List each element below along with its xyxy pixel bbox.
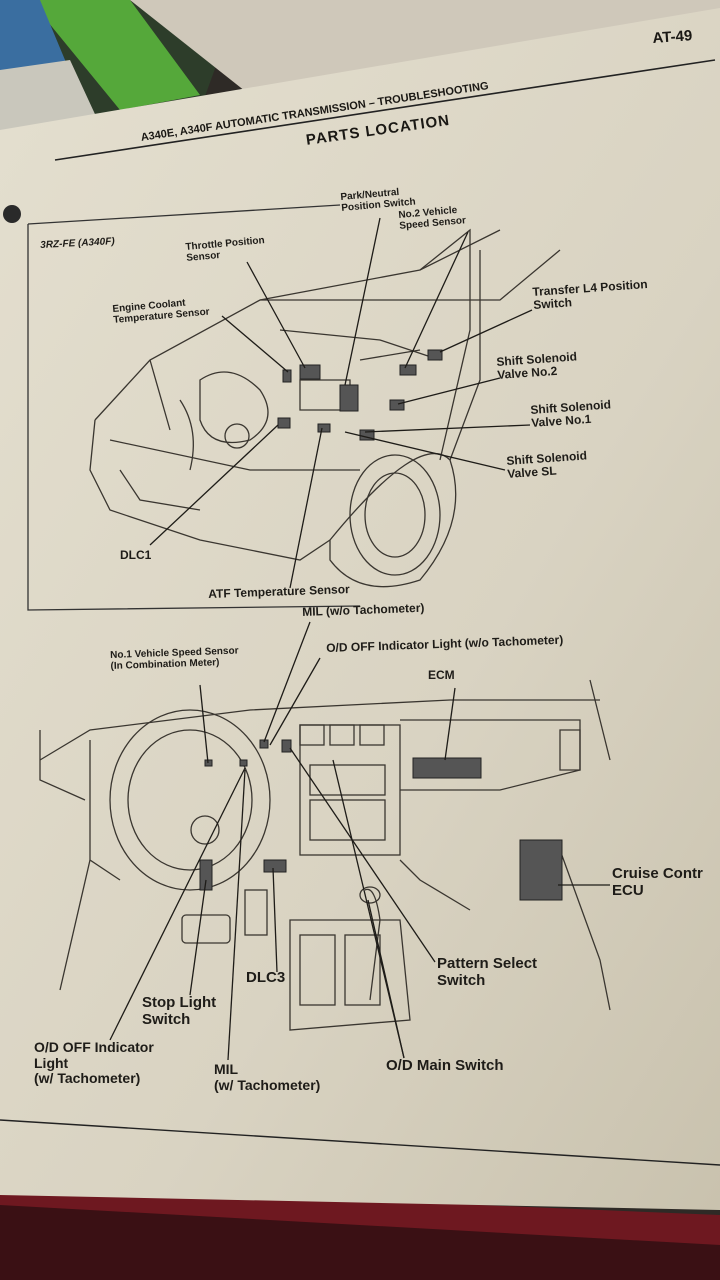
dlc3-label: DLC3 (246, 969, 286, 986)
dashboard-drawing (39, 679, 611, 1031)
shift-solenoid-sl-label: Shift Solenoid Valve SL (505, 448, 588, 482)
dash-leader-lines (109, 621, 610, 1061)
dash-components (199, 739, 563, 901)
page-sheet (0, 8, 720, 1210)
od-main-switch-label: O/D Main Switch (386, 1057, 504, 1074)
background-papers (130, 0, 720, 95)
page-number: AT-49 (652, 27, 693, 47)
shift-solenoid-1-label: Shift Solenoid Valve No.1 (529, 397, 612, 431)
stop-light-switch-label: Stop Light Switch (142, 994, 217, 1028)
footer-rule (0, 1119, 720, 1166)
manual-logo (3, 205, 21, 223)
engine-diagram-frame (27, 224, 361, 611)
pattern-select-switch-label: Pattern Select Switch (437, 955, 538, 989)
mil-tach-label: MIL (w/ Tachometer) (214, 1061, 321, 1093)
dlc1-label: DLC1 (120, 548, 152, 562)
header-rule (54, 59, 716, 161)
shift-solenoid-2-label: Shift Solenoid Valve No.2 (495, 349, 578, 383)
cruise-control-ecu-label: Cruise Contr ECU (612, 865, 703, 899)
engine-leader-lines (149, 217, 533, 589)
ecm-label: ECM (428, 668, 455, 682)
engine-bay-drawing (89, 228, 561, 588)
no1-speed-sensor-label: No.1 Vehicle Speed Sensor (In Combinatio… (110, 645, 239, 673)
engine-components (277, 349, 443, 441)
od-off-tach-label: O/D OFF Indicator Light (w/ Tachometer) (34, 1039, 154, 1087)
